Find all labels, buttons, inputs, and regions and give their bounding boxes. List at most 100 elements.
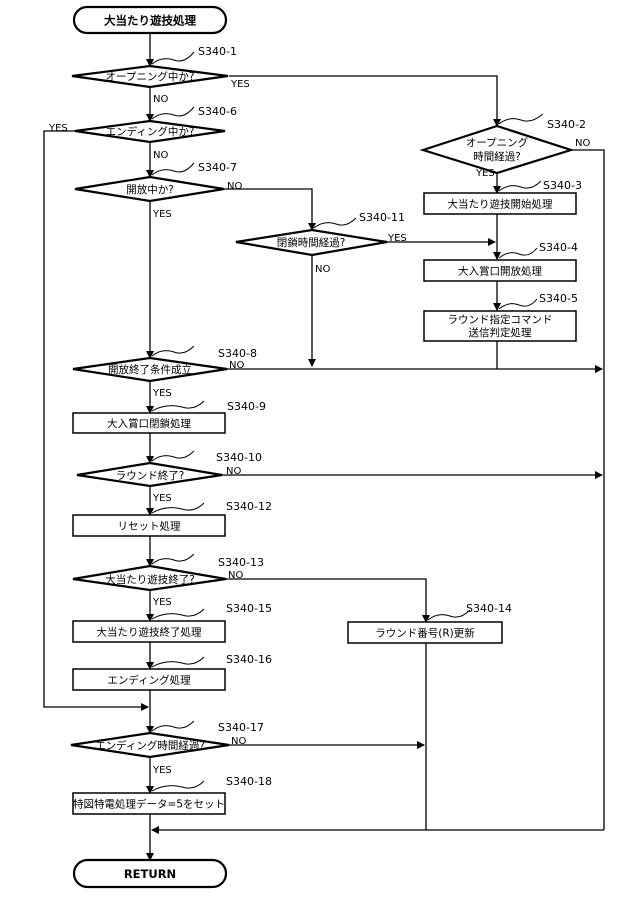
step-s12: S340-12 — [226, 500, 272, 513]
leader-s9 — [152, 401, 204, 411]
process-jackpot-end-label: 大当たり遊技終了処理 — [97, 626, 202, 639]
label-d17-no: NO — [231, 736, 246, 747]
label-d13-no: NO — [228, 570, 243, 581]
label-d6-no: NO — [153, 150, 168, 161]
step-s14: S340-14 — [466, 602, 512, 615]
process-round-command-send-line1: ラウンド指定コマンド — [448, 313, 553, 326]
process-jackpot-end: 大当たり遊技終了処理 — [73, 621, 225, 642]
process-reset-label: リセット処理 — [118, 520, 181, 533]
leader-s16 — [152, 657, 204, 667]
step-s15: S340-15 — [226, 602, 272, 615]
label-d8-no: NO — [229, 360, 244, 371]
decision-close-time-elapsed: 閉鎖時間経過? — [236, 230, 387, 255]
process-round-command-send: ラウンド指定コマンド 送信判定処理 — [424, 311, 576, 341]
leader-s15 — [152, 609, 204, 619]
process-ending: エンディング処理 — [73, 669, 225, 690]
leader-s11 — [314, 218, 356, 228]
step-s6: S340-6 — [198, 105, 237, 118]
process-set-data-5-label: 特図特電処理データ=5をセット — [73, 798, 225, 811]
label-d1-no: NO — [153, 94, 168, 105]
edge-d13-no-to-p14 — [226, 579, 426, 622]
process-reset: リセット処理 — [73, 515, 225, 536]
leader-s3 — [499, 181, 541, 191]
decision-ending-in-progress: エンディング中か? — [75, 121, 225, 142]
decision-open-end-condition-label: 開放終了条件成立 — [108, 363, 192, 376]
edge-d7-no-to-d11 — [224, 189, 312, 230]
decision-jackpot-end: 大当たり遊技終了? — [73, 566, 226, 590]
step-s4: S340-4 — [539, 241, 578, 254]
terminal-start: 大当たり遊技処理 — [74, 7, 226, 33]
process-big-prize-close-label: 大入賞口閉鎖処理 — [107, 417, 191, 430]
process-round-number-update: ラウンド番号(R)更新 — [348, 622, 502, 643]
process-ending-label: エンディング処理 — [107, 674, 191, 687]
step-s13: S340-13 — [218, 556, 264, 569]
step-s7: S340-7 — [198, 161, 237, 174]
process-round-number-update-label: ラウンド番号(R)更新 — [375, 627, 475, 640]
label-d17-yes: YES — [152, 765, 172, 776]
process-big-prize-close: 大入賞口閉鎖処理 — [73, 413, 225, 433]
label-d8-yes: YES — [152, 388, 172, 399]
process-big-prize-open-label: 大入賞口開放処理 — [458, 265, 542, 278]
label-d1-yes: YES — [230, 79, 250, 90]
terminal-start-label: 大当たり遊技処理 — [104, 14, 196, 28]
step-s8: S340-8 — [218, 347, 257, 360]
step-s9: S340-9 — [227, 400, 266, 413]
decision-opening-time-elapsed-line2: 時間経過? — [473, 150, 521, 163]
label-d11-yes: YES — [387, 233, 407, 244]
leader-s18 — [152, 781, 204, 791]
leader-s2 — [499, 114, 543, 124]
decision-ending-time-elapsed-label: エンディング時間経過? — [95, 739, 205, 752]
process-jackpot-start-label: 大当たり遊技開始処理 — [448, 198, 553, 211]
leader-s13 — [152, 554, 194, 564]
label-d2-no: NO — [575, 138, 590, 149]
decision-open-in-progress: 開放中か? — [75, 177, 224, 201]
leader-s5 — [499, 299, 537, 309]
terminal-end-label: RETURN — [124, 867, 176, 881]
label-d11-no: NO — [315, 264, 330, 275]
leader-s10 — [152, 451, 194, 461]
leader-s4 — [499, 248, 537, 258]
label-d13-yes: YES — [152, 597, 172, 608]
step-s5: S340-5 — [539, 292, 578, 305]
step-s16: S340-16 — [226, 653, 272, 666]
leader-s8 — [152, 346, 194, 356]
step-s1: S340-1 — [198, 45, 237, 58]
decision-opening-in-progress: オープニング中か? — [72, 66, 228, 87]
leader-s6 — [152, 107, 194, 119]
step-s17: S340-17 — [218, 721, 264, 734]
leader-s17 — [152, 721, 194, 731]
step-s18: S340-18 — [226, 775, 272, 788]
decision-open-in-progress-label: 開放中か? — [126, 183, 174, 196]
decision-opening-time-elapsed-line1: オープニング — [466, 136, 529, 149]
decision-close-time-elapsed-label: 閉鎖時間経過? — [277, 236, 346, 249]
label-d10-no: NO — [226, 466, 241, 477]
decision-opening-time-elapsed: オープニング 時間経過? — [423, 126, 571, 173]
label-d2-yes: YES — [475, 168, 495, 179]
decision-round-end: ラウンド終了? — [77, 463, 222, 486]
process-set-data-5: 特図特電処理データ=5をセット — [73, 793, 225, 814]
decision-open-end-condition: 開放終了条件成立 — [73, 358, 227, 381]
edge-d1-yes-to-d2 — [229, 76, 497, 126]
label-d7-yes: YES — [152, 209, 172, 220]
decision-ending-in-progress-label: エンディング中か? — [106, 125, 195, 138]
label-d7-no: NO — [227, 181, 242, 192]
step-s11: S340-11 — [359, 211, 405, 224]
decision-opening-in-progress-label: オープニング中か? — [106, 70, 195, 83]
decision-ending-time-elapsed: エンディング時間経過? — [71, 733, 229, 757]
step-s2: S340-2 — [547, 118, 586, 131]
step-s10: S340-10 — [216, 451, 262, 464]
leader-s1 — [152, 52, 194, 64]
leader-s12 — [152, 503, 204, 513]
leader-s14 — [428, 610, 470, 620]
terminal-end: RETURN — [74, 860, 226, 887]
step-s3: S340-3 — [543, 179, 582, 192]
process-jackpot-start: 大当たり遊技開始処理 — [424, 193, 576, 214]
label-d10-yes: YES — [152, 493, 172, 504]
label-d6-yes: YES — [48, 123, 68, 134]
leader-s7 — [152, 163, 194, 175]
decision-round-end-label: ラウンド終了? — [116, 469, 185, 482]
decision-jackpot-end-label: 大当たり遊技終了? — [105, 573, 195, 586]
process-round-command-send-line2: 送信判定処理 — [469, 326, 532, 339]
